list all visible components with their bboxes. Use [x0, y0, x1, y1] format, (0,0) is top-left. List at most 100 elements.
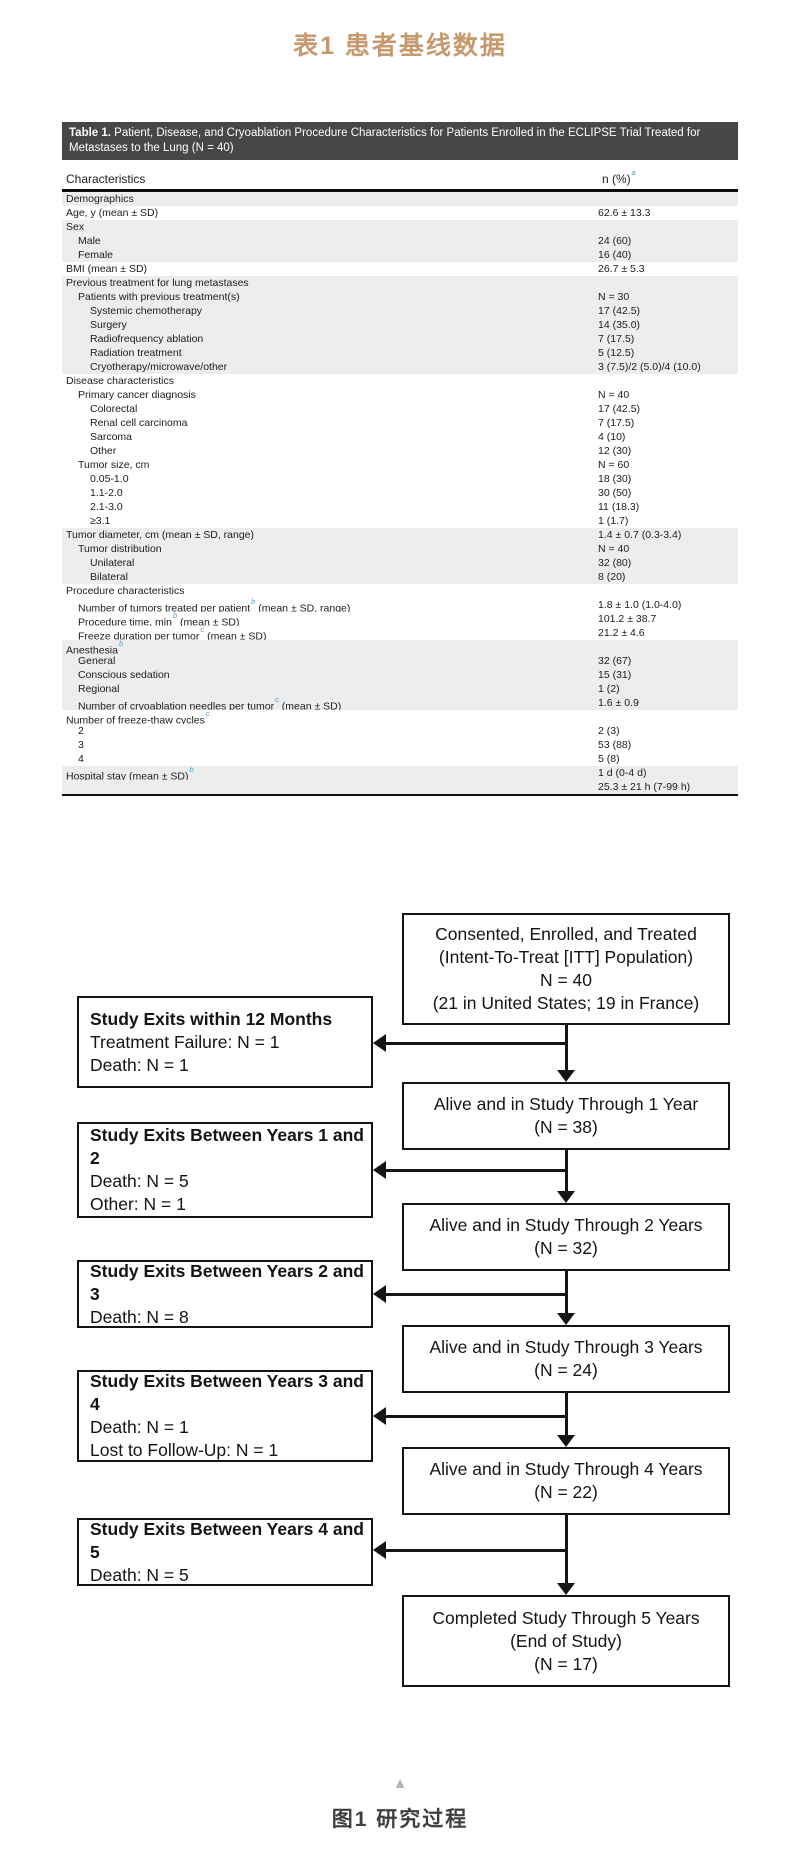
row-value: 30 (50): [598, 487, 632, 499]
row-value: 101.2 ± 38.7: [598, 613, 657, 625]
row-value: 1 (2): [598, 683, 620, 695]
flow-connector-vertical: [564, 1515, 568, 1583]
row-label: [62, 780, 598, 794]
row-value: 11 (18.3): [598, 501, 640, 513]
table-row: Tumor diameter, cm (mean ± SD, range) 1.4…: [62, 528, 738, 542]
figure-caption-block: ▲ 图1 研究过程: [0, 1776, 800, 1833]
row-label: Cryotherapy/microwave/other: [90, 361, 228, 373]
row-label: Male: [78, 235, 101, 247]
table-row: Sex: [62, 220, 738, 234]
row-value: 21.2 ± 4.6: [598, 627, 645, 639]
row-value: 24 (60): [598, 235, 632, 247]
flow-connector-horizontal: [385, 1292, 568, 1296]
table-row: Freeze duration per tumorc (mean ± SD) 21…: [62, 626, 738, 640]
row-label: Number of cryoablation needles per tumor…: [78, 696, 342, 710]
row-label: Hospital stay (mean ± SD)b: [66, 766, 194, 780]
row-label: General: [78, 655, 116, 667]
flow-connector-horizontal: [385, 1041, 568, 1045]
row-value: 14 (35.0): [598, 319, 641, 331]
row-value: 2 (3): [598, 725, 620, 737]
row-label: Tumor size, cm: [78, 459, 150, 471]
row-value: 53 (88): [598, 739, 632, 751]
row-value: 32 (67): [598, 655, 632, 667]
row-value: 1.4 ± 0.7 (0.3-3.4): [598, 529, 682, 541]
flow-box-line: Alive and in Study Through 2 Years: [429, 1215, 703, 1235]
row-label: Sex: [66, 221, 85, 233]
row-label: Procedure characteristics: [66, 585, 185, 597]
row-label: Regional: [78, 683, 120, 695]
table-row: Renal cell carcinoma 7 (17.5): [62, 416, 738, 430]
footnote-marker: c: [205, 710, 210, 718]
flow-main-box-2: Alive and in Study Through 2 Years(N = 3…: [402, 1203, 730, 1271]
row-label: Age, y (mean ± SD): [66, 207, 159, 219]
row-label: 3: [78, 739, 84, 751]
flow-connector-horizontal: [385, 1548, 568, 1552]
footnote-a-marker: a: [631, 168, 636, 177]
row-value: 1.8 ± 1.0 (1.0-4.0): [598, 599, 682, 611]
row-label: Sarcoma: [90, 431, 133, 443]
row-label: Bilateral: [90, 571, 128, 583]
flow-main-box-5: Completed Study Through 5 Years(End of S…: [402, 1595, 730, 1687]
row-value: 25.3 ± 21 h (7-99 h): [598, 781, 691, 793]
arrow-down-icon: [557, 1583, 575, 1595]
flow-connector-vertical: [564, 1393, 568, 1435]
row-label: Tumor diameter, cm (mean ± SD, range): [66, 529, 255, 541]
flow-box-line: Alive and in Study Through 4 Years: [429, 1459, 703, 1479]
row-label: Patients with previous treatment(s): [78, 291, 240, 303]
row-value: 26.7 ± 5.3: [598, 263, 645, 275]
row-value: 4 (10): [598, 431, 626, 443]
table-row: Colorectal 17 (42.5): [62, 402, 738, 416]
flow-box-line: Study Exits Between Years 2 and 3: [90, 1260, 364, 1304]
figure-caption-cn: 图1 研究过程: [331, 1808, 469, 1831]
row-value: 17 (42.5): [598, 403, 641, 415]
table-row: Procedure characteristics: [62, 584, 738, 598]
arrow-down-icon: [557, 1191, 575, 1203]
row-value: [598, 276, 738, 290]
row-label: Surgery: [90, 319, 127, 331]
table-row: Sarcoma 4 (10): [62, 430, 738, 444]
flow-box-line: Alive and in Study Through 1 Year: [433, 1094, 699, 1114]
flow-box-line: (N = 38): [534, 1117, 598, 1137]
row-value: 8 (20): [598, 571, 626, 583]
flow-box-line: (N = 24): [534, 1360, 598, 1380]
row-label: BMI (mean ± SD): [66, 263, 148, 275]
row-value: 5 (8): [598, 753, 620, 765]
table-caption-cn: 表1 患者基线数据: [293, 32, 507, 60]
footnote-marker: c: [200, 626, 205, 634]
row-value: [598, 640, 738, 654]
row-label: Procedure time, minb (mean ± SD): [78, 612, 240, 626]
row-label: Colorectal: [90, 403, 138, 415]
row-label: Disease characteristics: [66, 375, 174, 387]
row-value: 7 (17.5): [598, 417, 635, 429]
row-label: Previous treatment for lung metastases: [66, 277, 249, 289]
row-label: Number of freeze-thaw cyclesc: [66, 710, 210, 724]
flow-box-line: Death: N = 5: [90, 1564, 189, 1585]
table-row: Hospital stay (mean ± SD)b 1 d (0-4 d): [62, 766, 738, 780]
row-value: N = 60: [598, 459, 630, 471]
row-label: Renal cell carcinoma: [90, 417, 188, 429]
row-label: Freeze duration per tumorc (mean ± SD): [78, 626, 267, 640]
row-value: 17 (42.5): [598, 305, 641, 317]
row-value: 32 (80): [598, 557, 632, 569]
row-label: Radiation treatment: [90, 347, 182, 359]
row-label: Radiofrequency ablation: [90, 333, 204, 345]
row-label: Other: [90, 445, 117, 457]
row-label: Systemic chemotherapy: [90, 305, 203, 317]
flow-connector-vertical: [564, 1271, 568, 1313]
row-value: 1 d (0-4 d): [598, 767, 647, 779]
row-value: [598, 584, 738, 598]
